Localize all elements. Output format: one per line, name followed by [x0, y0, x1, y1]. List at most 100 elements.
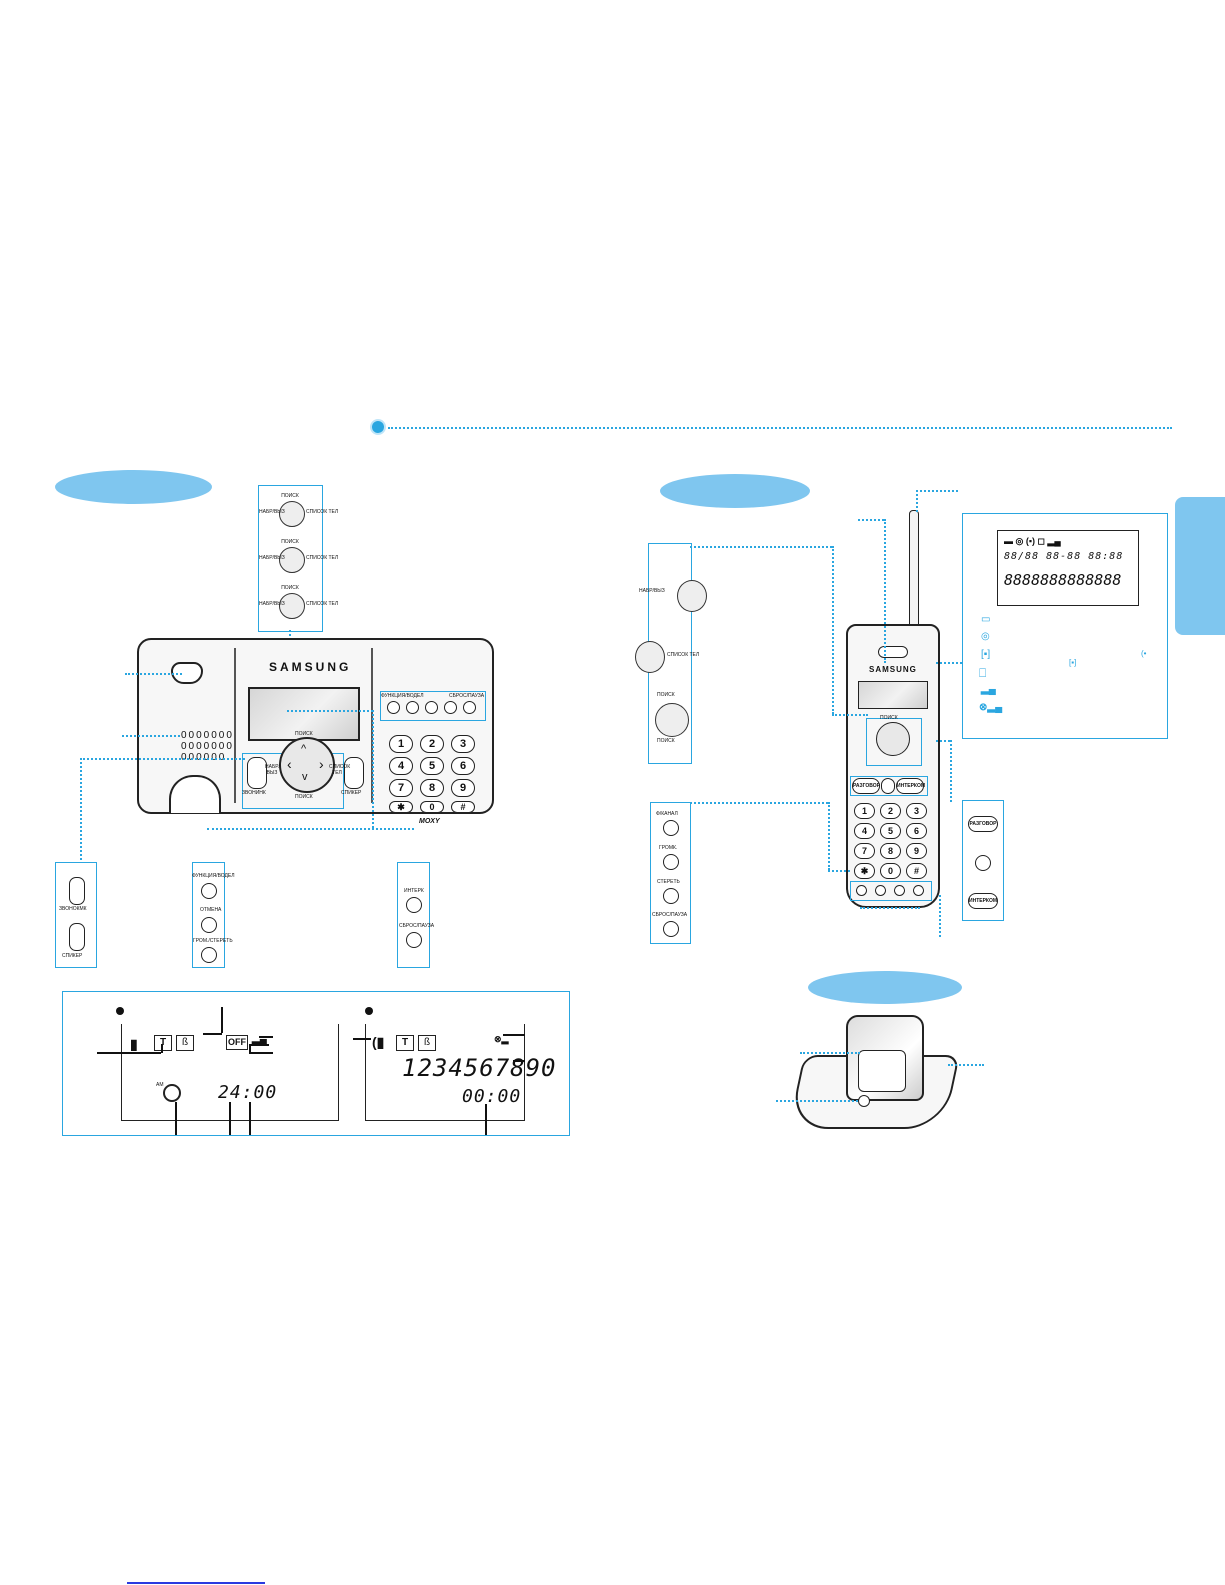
handset-key-2[interactable]: 2: [880, 803, 901, 819]
in-use-icon: [▪]: [981, 649, 991, 660]
bullet-base-lcd: [116, 1007, 124, 1015]
base-func-btn-5[interactable]: [463, 701, 476, 714]
base-title-pill: [55, 470, 212, 504]
antenna: [909, 510, 919, 630]
handset-bottom-btn-2[interactable]: [875, 885, 886, 896]
roam-signal-icon: ⊗▂: [494, 1034, 509, 1044]
base-key-0[interactable]: 0: [420, 801, 444, 813]
handset-redial-button[interactable]: [663, 921, 679, 937]
bullet-handset-lcd: [365, 1007, 373, 1015]
handset-display-panel: ▬ ◎ (▪) ◻ ▂▄ 88/88 88-88 88:88 888888888…: [962, 513, 1168, 739]
handset-bottom-btn-1[interactable]: [856, 885, 867, 896]
base-key-9[interactable]: 9: [451, 779, 475, 797]
handset-talk-button[interactable]: РАЗГОВОР: [852, 778, 880, 794]
handset-key-3[interactable]: 3: [906, 803, 927, 819]
handset-bottom-btn-4[interactable]: [913, 885, 924, 896]
base-func-btn-2[interactable]: [406, 701, 419, 714]
volume-button[interactable]: [663, 854, 679, 870]
handset-key-9[interactable]: 9: [906, 843, 927, 859]
base-func-btn-3[interactable]: [425, 701, 438, 714]
charger-well: [858, 1050, 906, 1092]
base-key-star[interactable]: ✱: [389, 801, 413, 813]
handset-icon: ▮: [130, 1036, 138, 1052]
base-key-6[interactable]: 6: [451, 757, 475, 775]
handset-key-hash[interactable]: #: [906, 863, 927, 879]
base-lcd: [248, 687, 360, 741]
handset-key-0[interactable]: 0: [880, 863, 901, 879]
handset-lcd-muted: ß: [418, 1035, 436, 1051]
brand-logo: SAMSUNG: [269, 660, 352, 674]
handset-lcd-time: 00:00: [462, 1086, 522, 1107]
base-nav-pad[interactable]: ПОИСК ПОИСК ^ ‹ › v: [279, 731, 335, 800]
handset-mid-button[interactable]: [881, 778, 895, 794]
redial-pause-button[interactable]: [406, 932, 422, 948]
signal-icon: ▂▄: [252, 1034, 267, 1045]
lcd-t-indicator: T: [154, 1035, 172, 1051]
handset-key-8[interactable]: 8: [880, 843, 901, 859]
ring-icon: ◎: [981, 631, 990, 642]
base-key-2[interactable]: 2: [420, 735, 444, 753]
mid-round-button[interactable]: [975, 855, 991, 871]
alarm-icon: [163, 1084, 181, 1102]
base-key-5[interactable]: 5: [420, 757, 444, 775]
base-key-7[interactable]: 7: [389, 779, 413, 797]
flash-channel-button[interactable]: [663, 820, 679, 836]
handset-earpiece: [878, 646, 908, 658]
handset-key-6[interactable]: 6: [906, 823, 927, 839]
handset-nav-detail: НАБР/ВЫЗ СПИСОК ТЕЛ ПОИСК ПОИСК: [635, 543, 707, 764]
moxy-logo: MOXY: [419, 818, 440, 825]
handset-key-5[interactable]: 5: [880, 823, 901, 839]
handset-key-7[interactable]: 7: [854, 843, 875, 859]
vol-erase-button[interactable]: [201, 947, 217, 963]
bell-button[interactable]: [69, 877, 85, 905]
base-key-3[interactable]: 3: [451, 735, 475, 753]
inuse-small-icon: [▪]: [1069, 658, 1077, 667]
roaming-icon: ⊗▂▄: [979, 702, 1003, 713]
lcd-displays-panel: ▮ T ß OFF ▂▄ AM 24:00 (▮ T ß ⊗▂ 12345678…: [62, 991, 570, 1136]
handset-title-pill: [660, 474, 810, 508]
handset-lcd: [858, 681, 928, 709]
handset-key-1[interactable]: 1: [854, 803, 875, 819]
handset-bottom-btn-3[interactable]: [894, 885, 905, 896]
nav-stack-panel: ПОИСК НАБР/ВЫЗ СПИСОК ТЕЛ ПОИСК НАБР/ВЫЗ…: [258, 485, 338, 632]
handset-key-star[interactable]: ✱: [854, 863, 875, 879]
talk-button[interactable]: РАЗГОВОР: [968, 816, 998, 832]
handset-key-4[interactable]: 4: [854, 823, 875, 839]
detail-base-left: ЗВОНОКМК СПИКЕР: [55, 862, 97, 968]
intercom-detail-button[interactable]: ИНТЕРКОМ: [968, 893, 998, 909]
handset-bottom-bracket: [860, 907, 920, 927]
handset-lcd-screen: (▮ T ß ⊗▂ 1234567890 00:00: [365, 1024, 556, 1121]
header-bullet: [372, 421, 384, 433]
cancel-button[interactable]: [201, 917, 217, 933]
intercom-button[interactable]: [406, 897, 422, 913]
display-icon-lcd: ▬ ◎ (▪) ◻ ▂▄ 88/88 88-88 88:88 888888888…: [997, 530, 1139, 606]
handset-intercom-button[interactable]: ИНТЕРКОМ: [896, 778, 925, 794]
bottom-rule: [127, 1582, 265, 1584]
speaker-button[interactable]: [69, 923, 85, 951]
battery-icon: ▭: [981, 614, 991, 625]
phonebook-icon: ⎕: [979, 666, 987, 680]
base-func-btn-1[interactable]: [387, 701, 400, 714]
lcd-muted-indicator: ß: [176, 1035, 194, 1051]
handset-left-detail: Ф/КАНАЛ ГРОМК. СТЕРЕТЬ СБРОС/ПАУЗА: [650, 802, 691, 944]
erase-button[interactable]: [663, 888, 679, 904]
handset-lcd-digits: 1234567890: [402, 1054, 557, 1082]
base-key-1[interactable]: 1: [389, 735, 413, 753]
header-rule: [388, 427, 1172, 429]
base-right-button[interactable]: [344, 757, 364, 789]
base-key-hash[interactable]: #: [451, 801, 475, 813]
handset-lcd-t: T: [396, 1035, 414, 1051]
base-left-button[interactable]: [247, 757, 267, 789]
lcd-off-indicator: OFF: [226, 1035, 248, 1050]
signal-level-icon: ▂▄: [981, 684, 996, 695]
detail-base-mid: ФУНКЦИЯ/ВОДЕЛ ОТМЕНА ГРОМ./СТЕРЕТЬ: [192, 862, 235, 968]
base-key-8[interactable]: 8: [420, 779, 444, 797]
base-key-4[interactable]: 4: [389, 757, 413, 775]
base-func-btn-4[interactable]: [444, 701, 457, 714]
handset-nav-pad[interactable]: [876, 722, 910, 756]
func-button[interactable]: [201, 883, 217, 899]
side-tab: [1175, 497, 1225, 635]
charge-led: [858, 1095, 870, 1107]
